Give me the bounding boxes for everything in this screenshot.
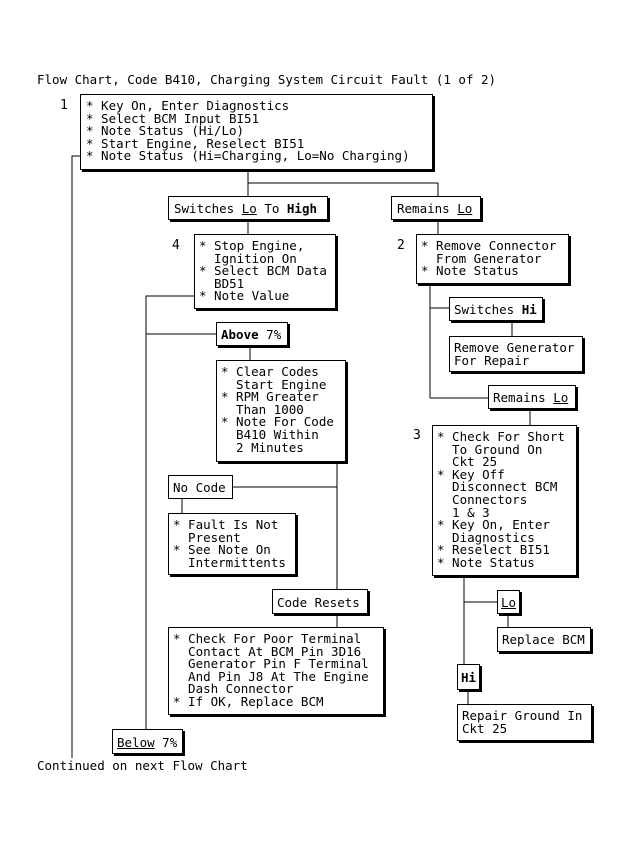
switches-hi-label: Switches Hi — [449, 297, 543, 321]
above-7-label: Above 7% — [216, 322, 288, 346]
code-resets-label: Code Resets — [272, 589, 368, 614]
high-text: High — [286, 201, 318, 216]
no-code-label: No Code — [168, 475, 233, 499]
hi-label: Hi — [457, 664, 480, 690]
replace-bcm-box: Replace BCM — [497, 627, 591, 652]
remains-lo-2-label: Remains Lo — [488, 385, 576, 409]
replace-bcm-text: Replace BCM — [502, 632, 585, 647]
step-1-number: 1 — [60, 98, 68, 113]
step-3-number: 3 — [413, 428, 421, 443]
code-resets-text: Code Resets — [277, 595, 360, 610]
lo-text: Lo — [457, 201, 473, 216]
remove-generator-box: Remove Generator For Repair — [449, 336, 583, 372]
hi-text: Hi — [521, 302, 537, 317]
below-7-label: Below 7% — [112, 729, 183, 754]
switches-text: Switches — [454, 302, 522, 317]
lo-text: Lo — [501, 595, 517, 610]
step-2-text: * Remove Connector From Generator * Note… — [421, 238, 557, 279]
percent-text: 7% — [154, 735, 178, 750]
fault-not-present-box: * Fault Is Not Present * See Note On Int… — [168, 513, 296, 575]
step-2-box: * Remove Connector From Generator * Note… — [416, 234, 569, 284]
step-2-number: 2 — [397, 238, 405, 253]
lo-text: Lo — [553, 390, 569, 405]
continued-footer: Continued on next Flow Chart — [37, 758, 248, 773]
step-4-number: 4 — [172, 238, 180, 253]
clear-codes-text: * Clear Codes Start Engine * RPM Greater… — [221, 364, 334, 455]
to-text: To — [256, 201, 287, 216]
step-3-box: * Check For Short To Ground On Ckt 25 * … — [432, 425, 577, 576]
lo-label: Lo — [497, 590, 520, 614]
fault-not-present-text: * Fault Is Not Present * See Note On Int… — [173, 517, 286, 570]
switches-text: Switches — [174, 201, 242, 216]
check-terminal-box: * Check For Poor Terminal Contact At BCM… — [168, 627, 384, 715]
below-text: Below — [117, 735, 155, 750]
remains-text: Remains — [493, 390, 554, 405]
check-terminal-text: * Check For Poor Terminal Contact At BCM… — [173, 631, 369, 709]
step-3-text: * Check For Short To Ground On Ckt 25 * … — [437, 429, 565, 570]
percent-text: 7% — [258, 327, 282, 342]
remains-text: Remains — [397, 201, 458, 216]
page-title: Flow Chart, Code B410, Charging System C… — [37, 72, 497, 87]
hi-text: Hi — [461, 670, 477, 685]
step-1-box: * Key On, Enter Diagnostics * Select BCM… — [80, 94, 433, 170]
lo-text: Lo — [241, 201, 257, 216]
step-1-text: * Key On, Enter Diagnostics * Select BCM… — [86, 98, 410, 164]
repair-ground-box: Repair Ground In Ckt 25 — [457, 704, 592, 741]
step-4-text: * Stop Engine, Ignition On * Select BCM … — [199, 238, 327, 304]
remains-lo-label: Remains Lo — [391, 196, 481, 220]
repair-ground-text: Repair Ground In Ckt 25 — [462, 708, 583, 736]
no-code-text: No Code — [173, 480, 226, 495]
remove-generator-text: Remove Generator For Repair — [454, 340, 575, 368]
step-4-box: * Stop Engine, Ignition On * Select BCM … — [194, 234, 336, 309]
switches-lo-to-high-label: Switches Lo To High — [168, 196, 328, 220]
above-text: Above — [221, 327, 259, 342]
clear-codes-box: * Clear Codes Start Engine * RPM Greater… — [216, 360, 346, 462]
